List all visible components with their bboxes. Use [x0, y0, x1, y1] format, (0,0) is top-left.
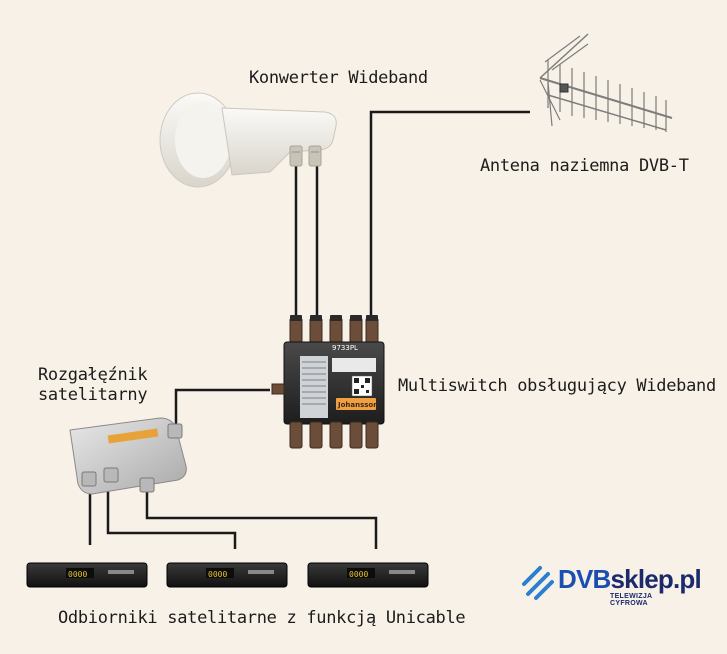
antenna-label: Antena naziemna DVB-T [480, 156, 689, 176]
lnb-converter-icon [159, 92, 337, 188]
splitter-label-line2: satelitarny [38, 385, 148, 405]
dvbsklep-logo: DVBsklep.pl TELEWIZJA CYFROWA [522, 562, 702, 607]
receiver-1-icon [26, 562, 148, 588]
receiver-2-icon [166, 562, 288, 588]
lnb-label: Konwerter Wideband [249, 68, 428, 88]
multiswitch-brand: Johansson [337, 401, 378, 409]
splitter-icon [69, 417, 187, 495]
dvbsklep-logo-icon [522, 566, 554, 600]
multiswitch-label: Multiswitch obsługujący Wideband [398, 376, 716, 396]
cable-receiver-2 [106, 482, 237, 549]
logo-wordmark: DVBsklep.pl [558, 564, 702, 595]
multiswitch-icon [271, 315, 385, 449]
logo-name-part1: DVB [558, 564, 611, 594]
logo-tagline: TELEWIZJA CYFROWA [610, 593, 653, 607]
receiver-1-display: 0000 [68, 570, 87, 579]
receiver-3-display: 0000 [349, 570, 368, 579]
multiswitch-model: 9733PL [332, 344, 358, 352]
splitter-label-line1: Rozgałęźnik [38, 365, 148, 385]
cable-receiver-3 [145, 492, 378, 549]
cable-antenna [369, 110, 530, 318]
dvbt-antenna-icon [539, 33, 673, 132]
cable-splitter [174, 388, 270, 432]
logo-name-part2: sklep.pl [610, 564, 702, 594]
cables [88, 110, 530, 549]
receivers-label: Odbiorniki satelitarne z funkcją Unicabl… [58, 608, 466, 628]
receiver-2-display: 0000 [208, 570, 227, 579]
receiver-3-icon [307, 562, 429, 588]
